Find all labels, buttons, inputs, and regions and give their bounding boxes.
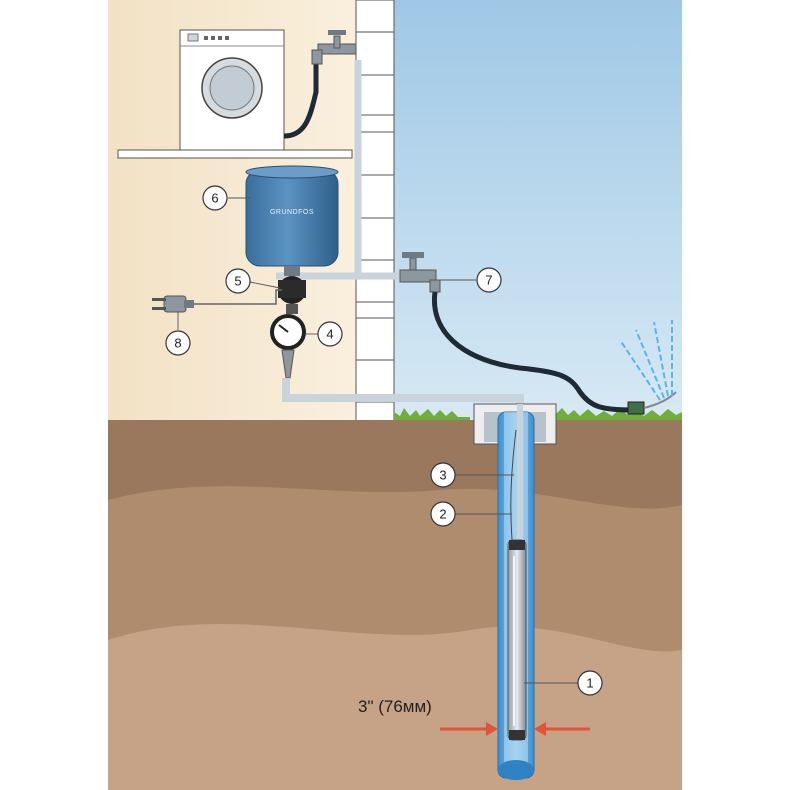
svg-text:4: 4 [326,327,333,342]
svg-text:8: 8 [174,336,181,351]
tank-brand: GRUNDFOS [270,209,314,216]
callout-6: 6 [202,185,228,211]
electric-plug [152,289,282,313]
svg-text:2: 2 [439,507,446,522]
submersible-pump [507,539,527,741]
garden-hose [431,291,633,413]
diameter-label: 3" (76мм) [358,697,432,716]
indoor-tap [283,30,357,139]
brick-column [355,0,395,423]
svg-text:3: 3 [439,468,446,483]
sprinkler [619,320,677,415]
callout-8: 8 [165,330,191,356]
pump-cable [510,429,517,541]
pressure-switch [278,276,306,314]
pressure-tank: GRUNDFOS [245,165,339,276]
callout-4: 4 [317,321,343,347]
diameter-arrows [440,722,590,736]
callout-5: 5 [225,268,251,294]
svg-text:1: 1 [586,676,593,691]
callout-3: 3 [430,462,456,488]
outdoor-tap [399,252,441,293]
grass [394,408,682,420]
sky [392,0,682,422]
callout-7: 7 [476,267,502,293]
leader-lines [177,197,578,684]
svg-text:7: 7 [485,273,492,288]
shelf [117,149,353,159]
callout-1: 1 [577,670,603,696]
ground [108,420,682,790]
washing-machine [117,29,353,159]
water [498,760,534,780]
callout-2: 2 [430,501,456,527]
pressure-gauge [270,314,306,379]
svg-text:6: 6 [211,191,218,206]
svg-text:5: 5 [234,274,241,289]
